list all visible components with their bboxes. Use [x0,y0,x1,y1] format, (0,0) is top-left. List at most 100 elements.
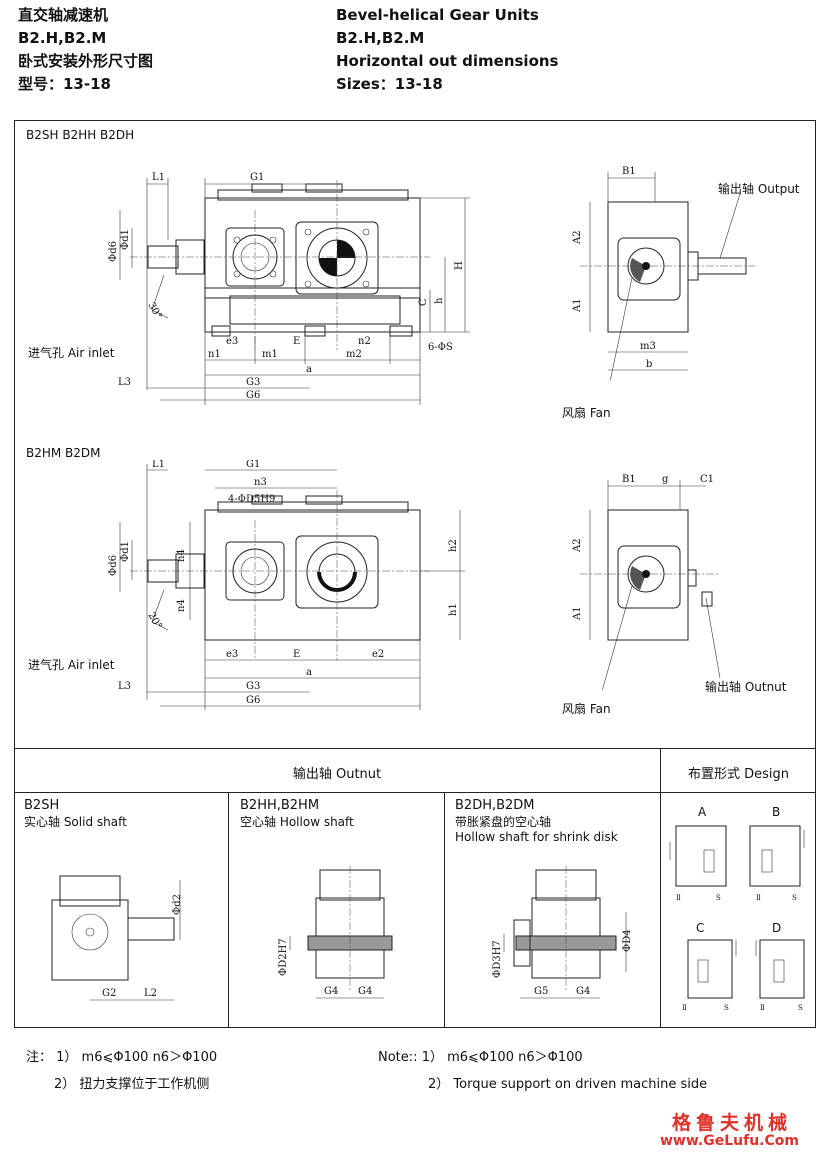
fan-shade [630,258,646,282]
header-cn-sizes: 型号：13-18 [18,75,111,93]
ss-bore [71,913,109,951]
design-C-label: C [696,921,704,935]
breather-boss-2 [305,183,343,193]
label-G1: G1 [250,172,264,183]
label-D4: ΦD4 [622,929,633,952]
design-B-mark-s: S [792,894,797,902]
leader-output [719,193,741,259]
note-cn-prefix: 注： [26,1050,53,1065]
shaft-center-mark [319,258,337,276]
output-header: 输出轴 Outnut [292,767,382,782]
label-L1: L1 [152,172,165,183]
design-D: D Ⅱ S [755,921,805,1012]
label-G2: G2 [102,988,116,999]
foot-right [389,325,413,337]
note-en-2: 2） Torque support on driven machine side [428,1077,708,1092]
bolt [362,228,370,236]
housing-lid-2 [217,501,409,513]
note-en-item-1: 1） m6⩽Φ100 n6＞Φ100 [421,1050,583,1065]
label-m2: m2 [346,349,362,360]
view2-front-drawing: L1 G1 n3 4-ΦD5H9 Φd6 Φd1 n4 n4 h2 h1 e3 … [108,460,465,710]
bolt [269,236,277,244]
view2-side-drawing: B1 g C1 A2 A1 [572,474,721,690]
label-d1: Φd1 [120,229,131,250]
label-H: H [454,261,465,270]
label-h2: h2 [448,539,459,552]
leader-output-2 [705,597,721,679]
table-header-border [14,792,816,793]
design-D-box [759,939,805,999]
side-flange-2 [687,569,697,587]
fan-shade-2 [630,566,646,590]
label-C1: C1 [700,474,714,485]
design-C-box [687,939,733,999]
design-C-shaft [697,959,709,983]
watermark-url: www.GeLufu.Com [660,1133,799,1149]
design-A-box [675,825,727,887]
label-D3H7: ΦD3H7 [492,940,503,978]
table-vline-1 [228,792,229,1028]
design-A-mark-s: S [716,894,721,902]
label-b: b [646,359,652,370]
label-C: C [418,298,429,306]
gear-housing-upper [204,197,421,299]
breather-boss-4 [305,495,343,505]
note-en-prefix: Note:: [378,1050,418,1065]
label-G4a: G4 [324,986,338,997]
breather-boss-3 [251,495,283,505]
solid-shaft-drawing: Φd2 G2 L2 [51,875,183,1001]
design-C-mark-s: S [724,1004,729,1012]
input-bore-inner-2 [240,556,270,586]
label-G5: G5 [534,986,548,997]
design-A: A Ⅱ S [669,805,727,902]
col2-text: B2HH,B2HM 空心轴 Hollow shaft [240,798,354,830]
breather-boss [251,183,283,193]
watermark-cn: 格鲁夫机械 [672,1112,793,1134]
header-en-sizes: Sizes：13-18 [336,75,443,93]
col3-subtitle-cn: 带胀紧盘的空心轴 [455,815,552,829]
gear-housing-2 [204,509,421,641]
label-n1: n1 [208,349,221,360]
label-d5: 4-ΦD5H9 [228,494,275,505]
shrink-disk-drawing: ΦD3H7 ΦD4 G5 G4 [492,866,633,999]
label-B1-2: B1 [622,474,636,485]
col3-subtitle-en: Hollow shaft for shrink disk [455,830,618,844]
label-e3-2: e3 [226,649,238,660]
label-a: a [306,364,312,375]
leader-fan-2 [601,585,633,690]
label-h: h [434,297,445,304]
label-A2: A2 [572,230,583,245]
label-d2: Φd2 [172,894,183,915]
label-e3: e3 [226,336,238,347]
view1-title: B2SH B2HH B2DH [26,128,135,142]
label-L2: L2 [144,988,157,999]
header-en-subtitle: Horizontal out dimensions [336,52,559,70]
label-angle: 30° [145,301,163,322]
view2-title: B2HM B2DM [26,446,101,460]
side-cover-2 [617,545,681,609]
table-vline-2 [444,792,445,1028]
design-header: 布置形式 Design [687,767,790,782]
fan-cover-edge-2 [151,589,169,631]
label-L3-2: L3 [118,681,131,692]
view1-output: 输出轴 Output [718,182,800,196]
view2-output: 输出轴 Outnut [705,680,787,694]
col2-title: B2HH,B2HM [240,798,320,813]
label-n4-b: n4 [176,599,187,612]
torque-arm [701,591,713,607]
col3-text: B2DH,B2DM 带胀紧盘的空心轴 Hollow shaft for shri… [455,798,618,844]
label-a-2: a [306,667,312,678]
output-table: 输出轴 Outnut 布置形式 Design B2SH 实心轴 Solid sh… [14,748,816,1028]
label-D2H7: ΦD2H7 [278,938,289,976]
view1-fan: 风扇 Fan [562,406,611,420]
label-m1: m1 [262,349,278,360]
design-D-shaft [773,959,785,983]
label-G4-3: G4 [576,986,590,997]
ss-body [51,899,129,981]
hollow-shaft-drawing: ΦD2H7 G4 G4 [278,866,393,999]
label-E-2: E [293,649,300,660]
note-cn-item-1: 1） m6⩽Φ100 n6＞Φ100 [56,1050,218,1065]
label-n4-a: n4 [176,549,187,562]
leader-fan [610,277,633,380]
design-B: B Ⅱ S [749,805,805,902]
